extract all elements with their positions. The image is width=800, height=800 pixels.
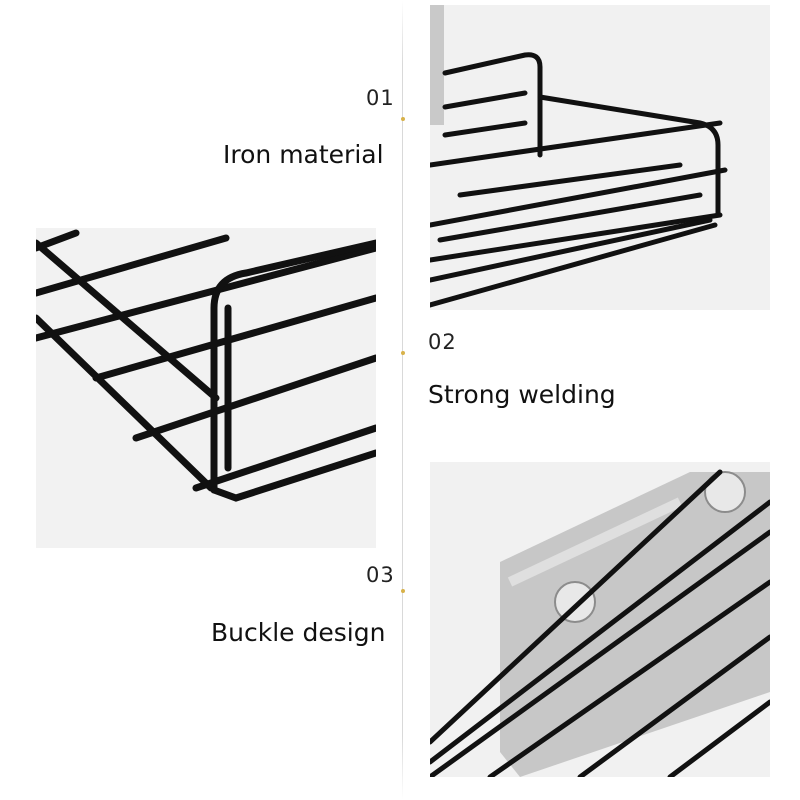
rack-corner-photo <box>430 5 770 310</box>
feature-3-dot <box>401 589 405 593</box>
feature-1-title: Iron material <box>223 140 384 169</box>
center-divider-line <box>402 0 403 800</box>
feature-1-number: 01 <box>366 86 395 110</box>
feature-3-title: Buckle design <box>211 618 386 647</box>
feature-2-title: Strong welding <box>428 380 616 409</box>
buckle-hook-photo <box>430 462 770 777</box>
feature-2-dot <box>401 351 405 355</box>
feature-1-dot <box>401 117 405 121</box>
feature-2-number: 02 <box>428 330 457 354</box>
feature-3-number: 03 <box>366 563 395 587</box>
welded-corner-photo <box>36 228 376 548</box>
